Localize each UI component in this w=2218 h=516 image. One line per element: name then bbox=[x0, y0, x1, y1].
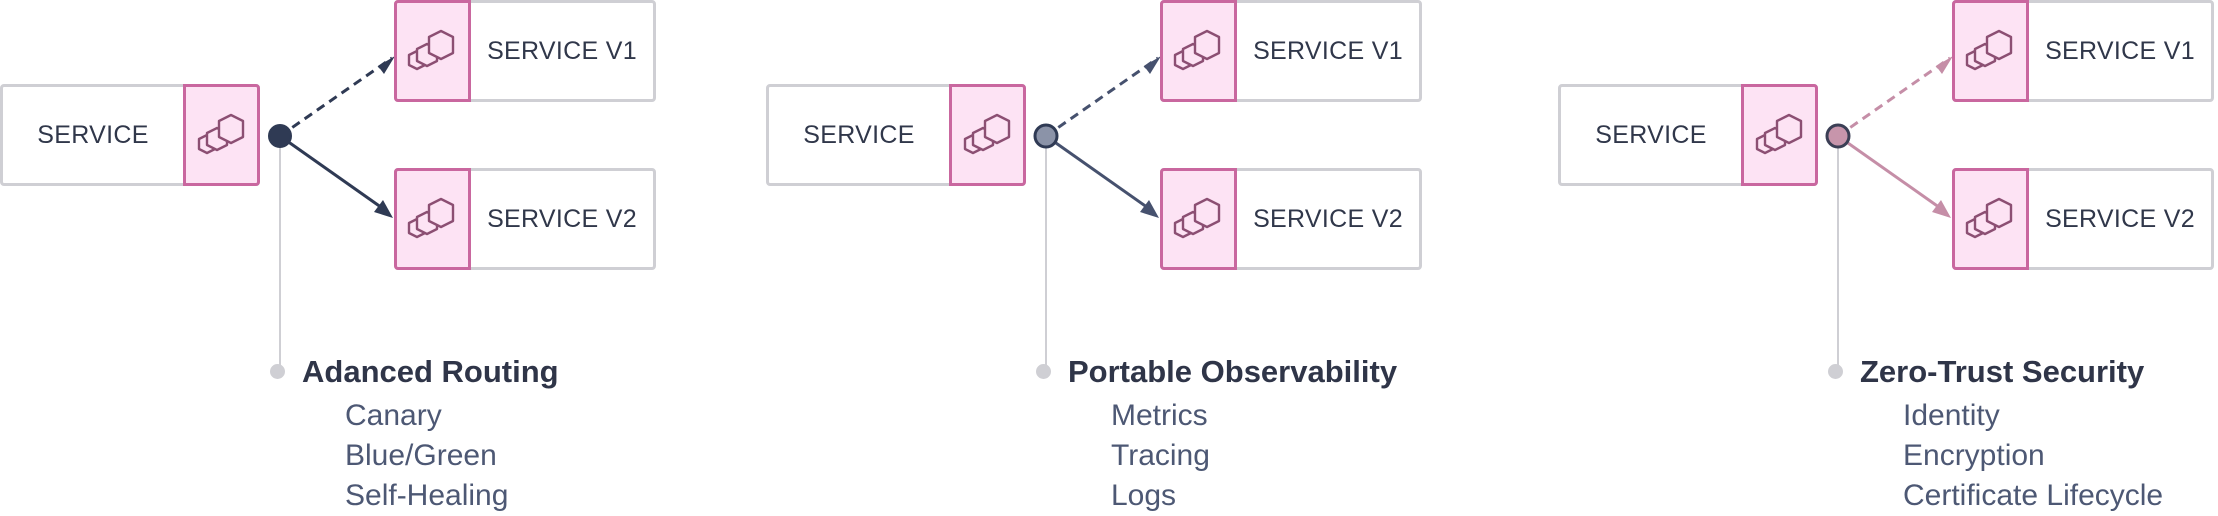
source-service-label: SERVICE bbox=[803, 120, 915, 149]
panel-advanced-routing: SERVICE SERVICE V1 S bbox=[0, 0, 740, 514]
service-v1-label: SERVICE V1 bbox=[1253, 36, 1403, 65]
feature-item: Canary bbox=[345, 399, 442, 432]
envoy-icon bbox=[394, 168, 471, 270]
router-node bbox=[1033, 123, 1059, 149]
service-v2-box: SERVICE V2 bbox=[1160, 168, 1422, 270]
service-v2-box: SERVICE V2 bbox=[1952, 168, 2214, 270]
connector-lines bbox=[268, 56, 395, 370]
envoy-icon bbox=[183, 87, 260, 183]
arrow-to-v2 bbox=[279, 134, 386, 212]
feature-item: Logs bbox=[1111, 479, 1177, 512]
feature-bullet bbox=[1036, 364, 1051, 379]
connector-lines bbox=[1825, 56, 1953, 370]
service-v1-box: SERVICE V1 bbox=[1952, 0, 2214, 102]
feature-bullet bbox=[1828, 364, 1843, 379]
router-node bbox=[1825, 123, 1851, 149]
feature-item: Metrics bbox=[1111, 399, 1208, 432]
service-v2-box: SERVICE V2 bbox=[394, 168, 656, 270]
arrow-to-v1 bbox=[1837, 56, 1951, 138]
feature-bullet bbox=[270, 364, 285, 379]
feature-items: Canary Blue/Green Self-Healing bbox=[345, 396, 508, 516]
connector-lines bbox=[1033, 56, 1161, 370]
feature-items: Metrics Tracing Logs bbox=[1111, 396, 1210, 516]
feature-items: Identity Encryption Certificate Lifecycl… bbox=[1903, 396, 2163, 516]
feature-item: Certificate Lifecycle bbox=[1903, 479, 2164, 512]
feature-title: Portable Observability bbox=[1068, 354, 1398, 389]
feature-item: Identity bbox=[1903, 399, 2000, 432]
source-service-box: SERVICE bbox=[1558, 84, 1818, 186]
envoy-icon bbox=[1952, 168, 2029, 270]
feature-title: Adanced Routing bbox=[302, 354, 559, 389]
envoy-icon bbox=[1160, 0, 1237, 102]
arrow-to-v2 bbox=[1045, 134, 1152, 212]
arrow-to-v2 bbox=[1837, 134, 1944, 212]
service-v1-label: SERVICE V1 bbox=[487, 36, 637, 65]
service-v1-label: SERVICE V1 bbox=[2045, 36, 2195, 65]
envoy-icon bbox=[1741, 87, 1818, 183]
feature-item: Tracing bbox=[1111, 439, 1210, 472]
source-service-label: SERVICE bbox=[37, 120, 149, 149]
service-v1-box: SERVICE V1 bbox=[1160, 0, 1422, 102]
arrow-to-v1 bbox=[1045, 56, 1159, 138]
source-service-box: SERVICE bbox=[766, 84, 1026, 186]
feature-title: Zero-Trust Security bbox=[1860, 354, 2145, 389]
service-v2-label: SERVICE V2 bbox=[487, 204, 637, 233]
service-v2-label: SERVICE V2 bbox=[2045, 204, 2195, 233]
feature-item: Encryption bbox=[1903, 439, 2045, 472]
envoy-icon bbox=[1160, 168, 1237, 270]
envoy-icon bbox=[1952, 0, 2029, 102]
feature-item: Blue/Green bbox=[345, 439, 497, 472]
source-service-box: SERVICE bbox=[0, 84, 260, 186]
panel-portable-observability: SERVICE SERVICE V1 S bbox=[766, 0, 1506, 514]
envoy-icon bbox=[394, 0, 471, 102]
service-v2-label: SERVICE V2 bbox=[1253, 204, 1403, 233]
feature-item: Self-Healing bbox=[345, 479, 509, 512]
panel-zero-trust-security: SERVICE SERVICE V1 S bbox=[1558, 0, 2218, 514]
envoy-icon bbox=[949, 87, 1026, 183]
router-node bbox=[268, 124, 292, 148]
service-v1-box: SERVICE V1 bbox=[394, 0, 656, 102]
arrow-to-v1 bbox=[279, 56, 393, 138]
source-service-label: SERVICE bbox=[1595, 120, 1707, 149]
